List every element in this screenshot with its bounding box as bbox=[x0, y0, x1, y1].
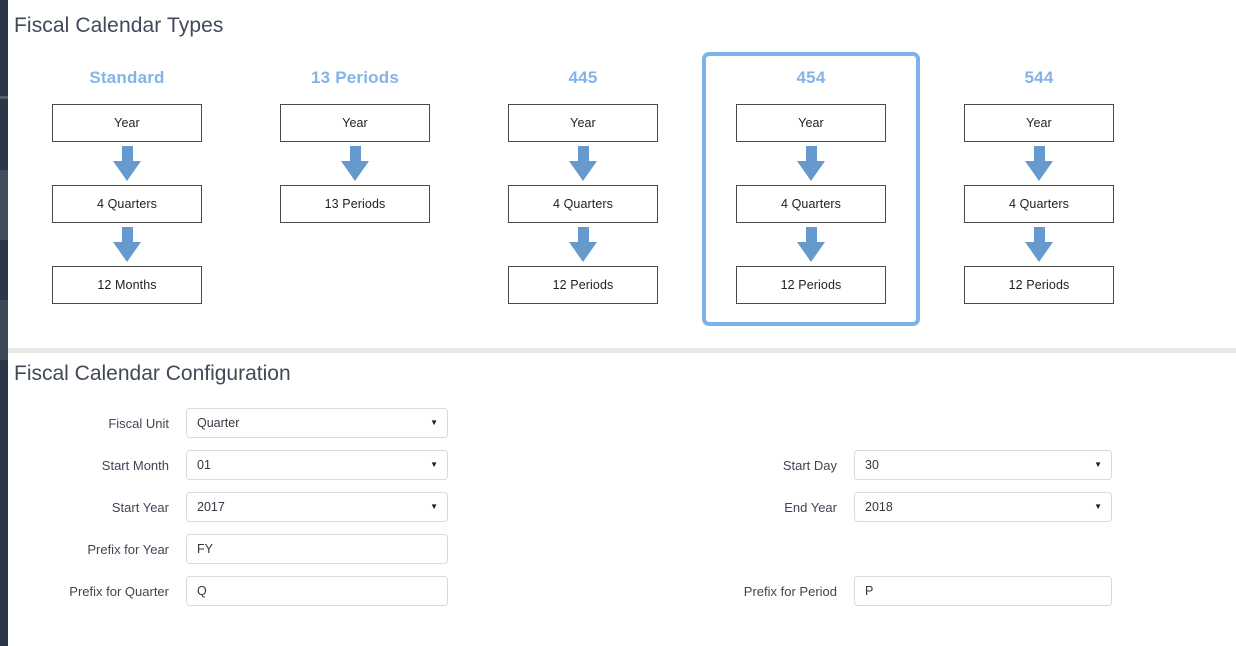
form-field-start-month: Start Month 01 bbox=[8, 450, 448, 480]
form-field-end-year: End Year 2018 bbox=[726, 492, 1112, 522]
flow-box: Year bbox=[964, 104, 1114, 142]
input-prefix-for-year[interactable]: FY bbox=[186, 534, 448, 564]
field-label: Fiscal Unit bbox=[108, 415, 169, 431]
card-title: Standard bbox=[89, 68, 165, 87]
down-arrow-icon bbox=[569, 227, 597, 262]
field-value: P bbox=[865, 584, 874, 598]
flow-box: 12 Periods bbox=[736, 266, 886, 304]
sidebar-segment bbox=[0, 300, 8, 360]
select-fiscal-unit[interactable]: Quarter bbox=[186, 408, 448, 438]
field-value: FY bbox=[197, 542, 213, 556]
field-value: Q bbox=[197, 584, 207, 598]
input-prefix-for-quarter[interactable]: Q bbox=[186, 576, 448, 606]
field-value: 01 bbox=[197, 458, 211, 472]
down-arrow-icon bbox=[797, 227, 825, 262]
card-title: 544 bbox=[1024, 68, 1054, 87]
flow-box: 13 Periods bbox=[280, 185, 430, 223]
down-arrow-icon bbox=[797, 146, 825, 181]
field-label: Prefix for Year bbox=[87, 541, 169, 557]
select-start-month[interactable]: 01 bbox=[186, 450, 448, 480]
form-field-prefix-for-quarter: Prefix for Quarter Q bbox=[8, 576, 448, 606]
select-start-year[interactable]: 2017 bbox=[186, 492, 448, 522]
fiscal-calendar-configuration-section: Fiscal Calendar Configuration Fiscal Uni… bbox=[8, 362, 1236, 628]
flow-box: Year bbox=[52, 104, 202, 142]
flow-box: 4 Quarters bbox=[964, 185, 1114, 223]
flow-box: 4 Quarters bbox=[52, 185, 202, 223]
flow-box: 12 Periods bbox=[964, 266, 1114, 304]
sidebar-segment bbox=[0, 170, 8, 240]
card-title: 13 Periods bbox=[311, 68, 399, 87]
form-field-start-day: Start Day 30 bbox=[726, 450, 1112, 480]
field-value: 2018 bbox=[865, 500, 893, 514]
flow-box: Year bbox=[736, 104, 886, 142]
field-value: 2017 bbox=[197, 500, 225, 514]
form-field-prefix-for-year: Prefix for Year FY bbox=[8, 534, 448, 564]
down-arrow-icon bbox=[569, 146, 597, 181]
section-divider bbox=[8, 348, 1236, 353]
configuration-title: Fiscal Calendar Configuration bbox=[14, 362, 291, 385]
flow-box: 4 Quarters bbox=[736, 185, 886, 223]
field-label: Start Day bbox=[782, 457, 837, 473]
form-field-prefix-for-period: Prefix for Period P bbox=[726, 576, 1112, 606]
field-label: Start Month bbox=[101, 457, 169, 473]
card-title: 454 bbox=[796, 68, 826, 87]
card-flow-diagram: Year 4 Quarters 12 Months bbox=[30, 104, 224, 304]
down-arrow-icon bbox=[1025, 227, 1053, 262]
field-label: Start Year bbox=[111, 499, 169, 515]
down-arrow-icon bbox=[1025, 146, 1053, 181]
configuration-form: Fiscal Unit QuarterStart Month 01Start Yea… bbox=[8, 408, 1236, 628]
flow-box: 12 Periods bbox=[508, 266, 658, 304]
app-sidebar-edge bbox=[0, 0, 8, 646]
card-flow-diagram: Year 4 Quarters 12 Periods bbox=[714, 104, 908, 304]
flow-box: Year bbox=[508, 104, 658, 142]
select-end-year[interactable]: 2018 bbox=[854, 492, 1112, 522]
card-flow-diagram: Year 4 Quarters 12 Periods bbox=[486, 104, 680, 304]
down-arrow-icon bbox=[113, 146, 141, 181]
card-title: 445 bbox=[568, 68, 598, 87]
flow-box: Year bbox=[280, 104, 430, 142]
form-field-start-year: Start Year 2017 bbox=[8, 492, 448, 522]
down-arrow-icon bbox=[113, 227, 141, 262]
card-flow-diagram: Year 13 Periods bbox=[258, 104, 452, 223]
sidebar-segment bbox=[0, 96, 8, 99]
field-label: Prefix for Period bbox=[743, 583, 837, 599]
down-arrow-icon bbox=[341, 146, 369, 181]
field-label: Prefix for Quarter bbox=[69, 583, 169, 599]
flow-box: 4 Quarters bbox=[508, 185, 658, 223]
flow-box: 12 Months bbox=[52, 266, 202, 304]
page-title: Fiscal Calendar Types bbox=[14, 14, 224, 37]
input-prefix-for-period[interactable]: P bbox=[854, 576, 1112, 606]
card-flow-diagram: Year 4 Quarters 12 Periods bbox=[942, 104, 1136, 304]
field-value: Quarter bbox=[197, 416, 240, 430]
select-start-day[interactable]: 30 bbox=[854, 450, 1112, 480]
form-field-fiscal-unit: Fiscal Unit Quarter bbox=[8, 408, 448, 438]
field-label: End Year bbox=[784, 499, 837, 515]
field-value: 30 bbox=[865, 458, 879, 472]
